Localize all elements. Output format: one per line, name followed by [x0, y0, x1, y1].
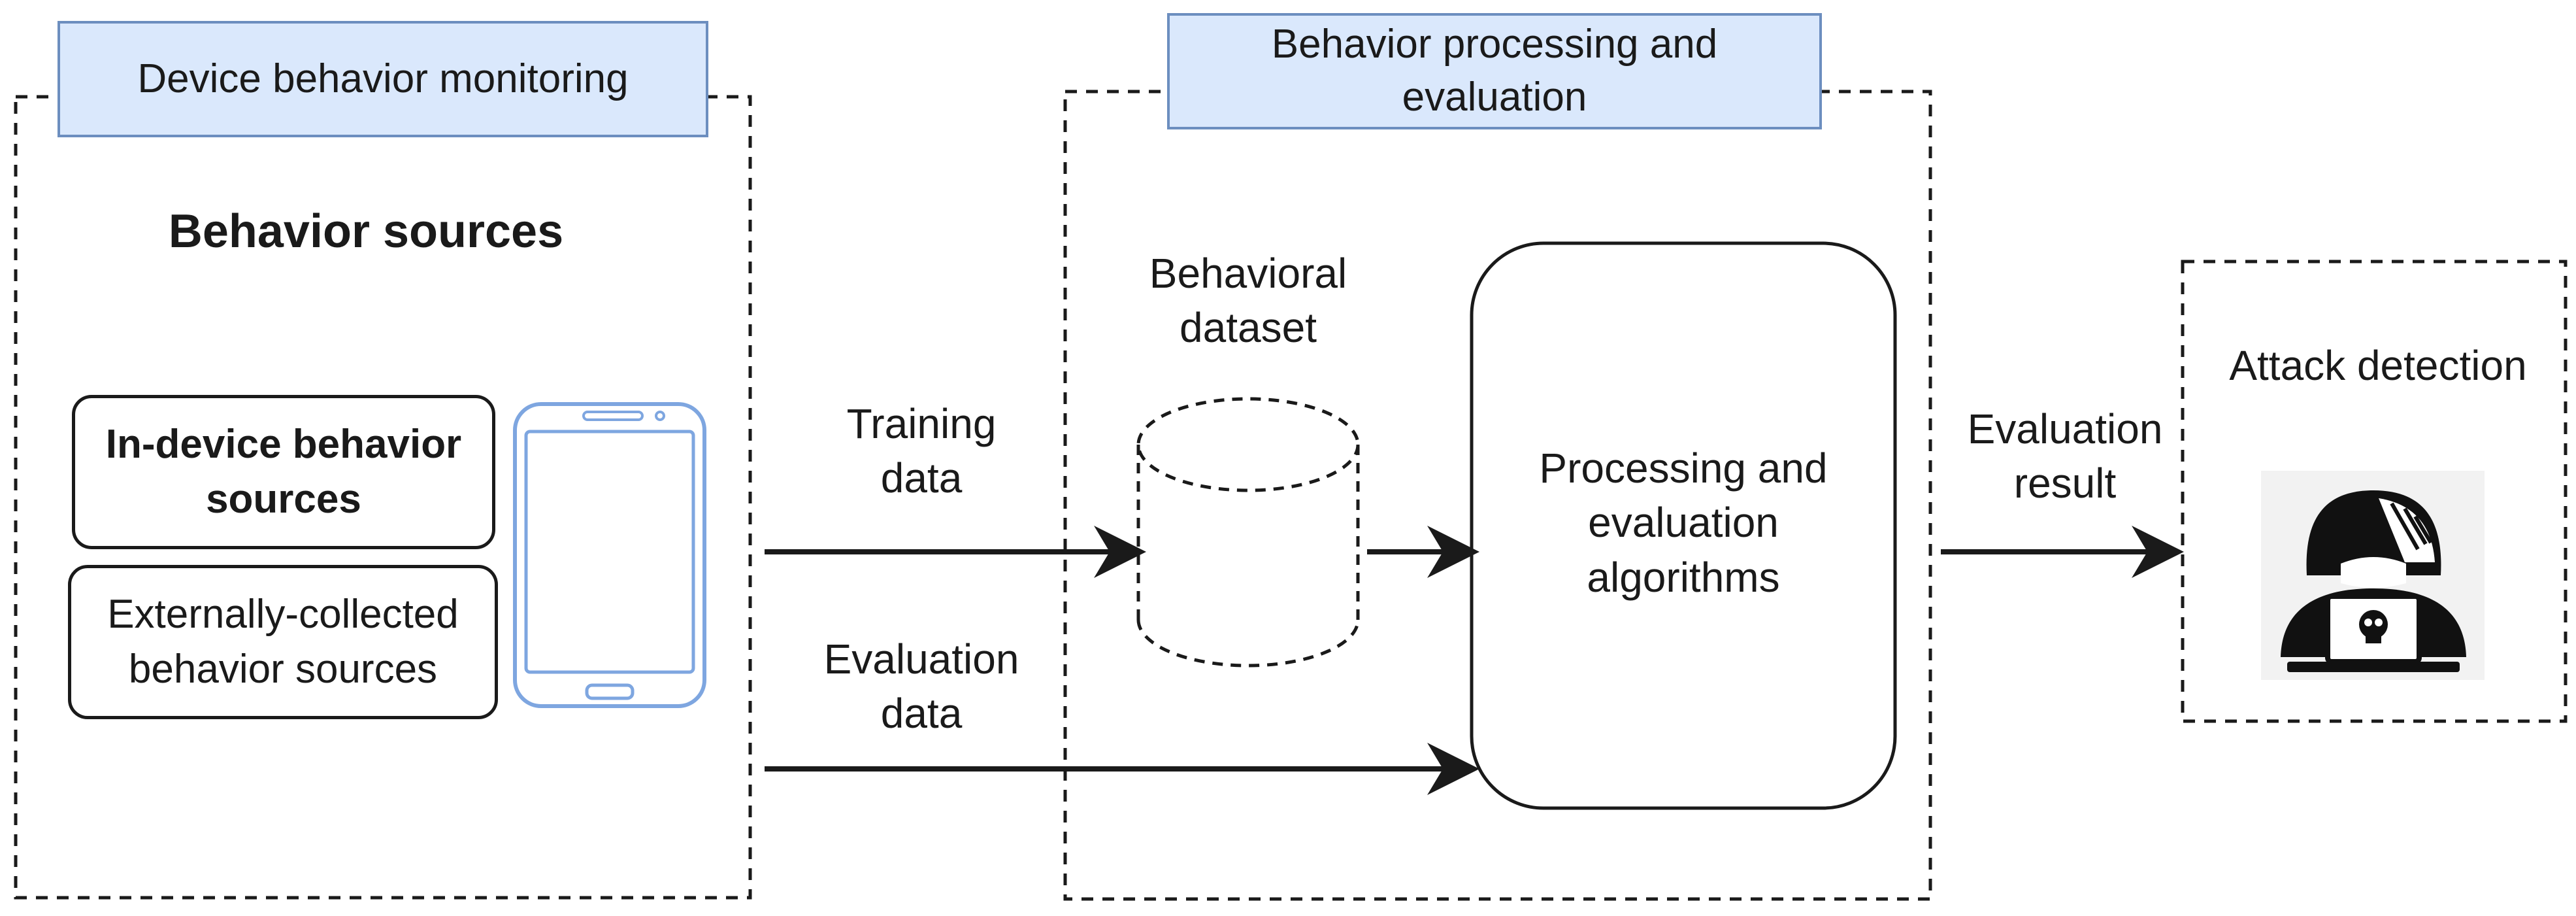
evaluation-data-label: Evaluation data [823, 635, 1019, 737]
evaluation-result-label: Evaluation result [1967, 405, 2163, 507]
training-data-label: Training data [846, 399, 997, 501]
algorithms-label: Processing and evaluation algorithms [1539, 445, 1828, 601]
external-sources-box: Externally-collected behavior sources [68, 565, 498, 719]
attack-detection-title: Attack detection [2229, 342, 2527, 390]
dataset-label: Behavioral dataset [1149, 249, 1347, 351]
database-cylinder-icon [1136, 397, 1360, 668]
behavior-sources-heading: Behavior sources [168, 205, 564, 258]
detection-group [2181, 260, 2568, 723]
in-device-sources-box: In-device behavior sources [72, 395, 495, 549]
processing-title: Behavior processing and evaluation [1167, 13, 1822, 129]
monitoring-title: Device behavior monitoring [58, 21, 708, 137]
smartphone-icon [513, 402, 706, 708]
hacker-laptop-icon [2261, 471, 2485, 680]
